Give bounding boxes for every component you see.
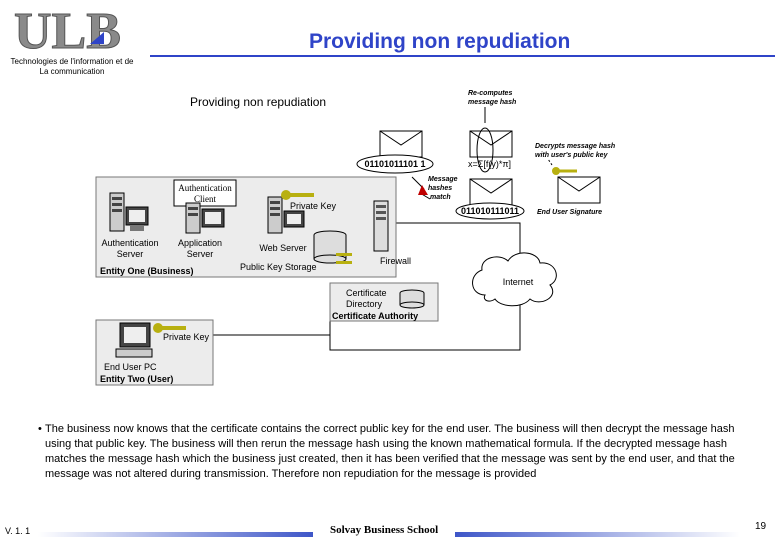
end-user-signature-label: End User Signature — [537, 209, 602, 216]
page-number: 19 — [755, 521, 767, 532]
explanation-text: The business now knows that the certific… — [45, 423, 735, 480]
explanation-paragraph: • The business now knows that the certif… — [38, 422, 748, 482]
hash-2-value: 011010111011 — [461, 206, 519, 216]
recompute-label-2: message hash — [468, 99, 516, 106]
diagram-subtitle: Providing non repudiation — [190, 95, 327, 109]
private-key-icon — [281, 190, 314, 200]
envelope-icon-3 — [469, 178, 513, 206]
match-marker-icon — [418, 185, 428, 195]
bullet-marker: • — [38, 423, 42, 435]
web-server-icon — [267, 196, 305, 234]
hashes-match-label-1: Message — [428, 176, 458, 183]
entity-one-box — [95, 176, 397, 278]
auth-server-label-1: Authentication — [101, 238, 158, 248]
public-key-storage-label: Public Key Storage — [240, 262, 317, 272]
auth-client-label-1: Authentication — [178, 183, 232, 193]
non-repudiation-diagram: Entity One (Business) Authentication Cli… — [95, 90, 615, 386]
auth-server-label-2: Server — [117, 249, 144, 259]
version-label: V. 1. 1 — [5, 526, 31, 536]
entity-two-label: Entity Two (User) — [100, 374, 173, 384]
private-key-2-icon — [153, 323, 186, 333]
web-server-label: Web Server — [259, 243, 306, 253]
logo-subtitle-line2: La communication — [39, 67, 105, 76]
end-user-pc-label: End User PC — [104, 362, 157, 372]
title-underline — [150, 55, 775, 57]
auth-client-label-2: Client — [194, 194, 216, 204]
footer-bar-right — [455, 532, 740, 537]
envelope-icon-4 — [557, 176, 601, 204]
auth-server-icon — [109, 192, 149, 232]
firewall-label: Firewall — [380, 256, 411, 266]
entity-one-label: Entity One (Business) — [100, 266, 194, 276]
public-key-storage-icon — [313, 230, 352, 264]
network-line-user — [209, 334, 330, 340]
private-key-label: Private Key — [290, 201, 337, 211]
svg-text:ULB: ULB — [14, 4, 121, 56]
page-title: Providing non repudiation — [309, 30, 571, 53]
decrypts-label-1: Decrypts message hash — [535, 143, 615, 150]
hash-2-ellipse — [455, 202, 525, 220]
hashes-match-label-2: hashes — [428, 185, 452, 192]
app-server-icon — [185, 202, 225, 234]
footer-bar-left — [38, 532, 313, 537]
auth-client-box — [173, 179, 237, 207]
private-key-2-label: Private Key — [163, 332, 210, 342]
app-server-label-1: Application — [178, 238, 222, 248]
hash-formula: x=Σ[f(y)*π] — [468, 159, 511, 169]
footer-school-name: Solvay Business School — [330, 524, 439, 536]
public-key-icon — [552, 167, 577, 175]
decrypt-arrow — [547, 158, 553, 166]
recompute-loop-arrow — [476, 127, 494, 173]
logo-triangle-icon — [90, 32, 104, 44]
firewall-icon — [373, 200, 389, 252]
cert-directory-label-2: Directory — [346, 299, 383, 309]
internet-cloud-icon — [472, 252, 557, 307]
network-line — [329, 222, 521, 351]
hashes-match-label-3: match — [430, 194, 451, 201]
logo-subtitle: Technologies de l'information et de La c… — [8, 57, 136, 77]
end-user-pc-icon — [115, 322, 153, 358]
recompute-label-1: Re-computes — [468, 90, 512, 97]
envelope-icon-1 — [379, 130, 423, 158]
internet-label: Internet — [503, 277, 534, 287]
cert-directory-db-icon — [399, 289, 425, 309]
hash-1-value: 01101011101 1 — [364, 159, 425, 169]
hash-1-ellipse — [356, 154, 434, 174]
cert-authority-label: Certificate Authority — [332, 311, 418, 321]
logo-subtitle-line1: Technologies de l'information et de — [10, 57, 134, 66]
ulb-logo: ULB — [14, 4, 122, 56]
app-server-label-2: Server — [187, 249, 214, 259]
cert-directory-label-1: Certificate — [346, 288, 387, 298]
decrypts-label-2: with user's public key — [535, 152, 609, 159]
